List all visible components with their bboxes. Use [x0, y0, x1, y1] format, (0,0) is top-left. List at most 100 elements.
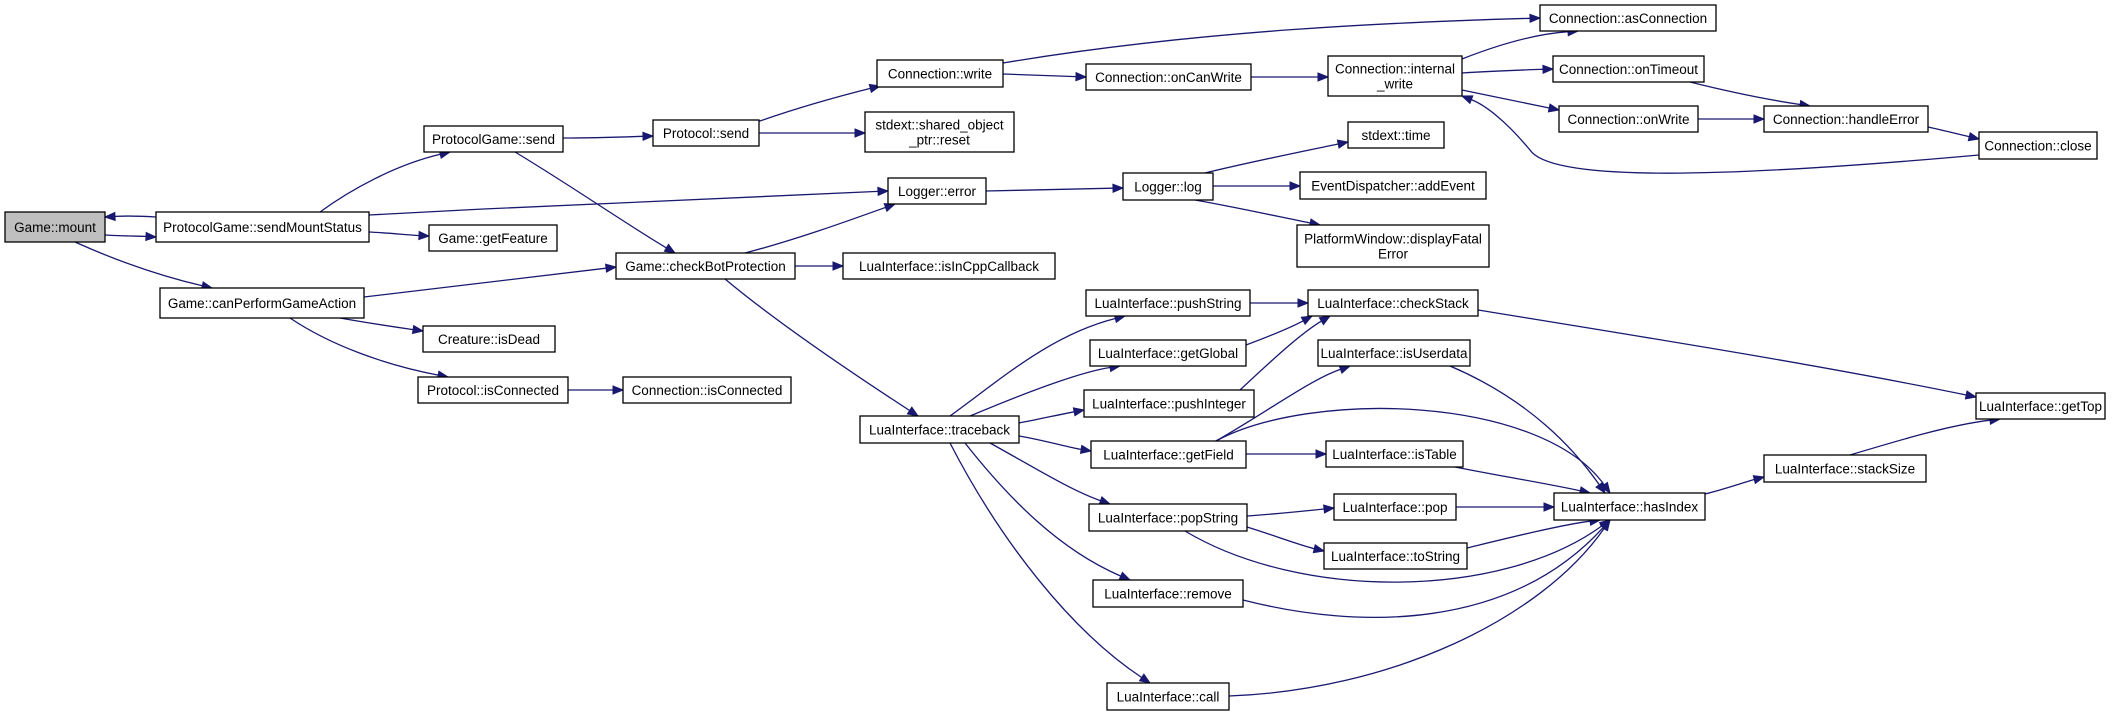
node-lua-isUserdata[interactable]: LuaInterface::isUserdata — [1317, 339, 1471, 367]
node-label: Connection::onTimeout — [1559, 62, 1698, 77]
arrowhead — [1543, 502, 1556, 512]
edge-logger_log-to-ed_addEvent — [1213, 181, 1302, 191]
node-label: Connection::onCanWrite — [1095, 70, 1242, 85]
node-conn-write[interactable]: Connection::write — [876, 59, 1004, 88]
edge-lua_isTable-to-lua_hasIndex — [1454, 466, 1592, 496]
edge-lua_traceback-to-lua_call — [949, 442, 1152, 684]
arrowhead — [906, 406, 920, 417]
node-conn-isConnected[interactable]: Connection::isConnected — [622, 376, 792, 404]
edge-lua_traceback-to-lua_getField — [1018, 435, 1093, 454]
node-lua-getGlobal[interactable]: LuaInterface::getGlobal — [1089, 339, 1247, 367]
node-label: Game::getFeature — [438, 231, 548, 246]
arrowhead — [642, 131, 655, 142]
node-label: LuaInterface::toString — [1331, 549, 1460, 564]
node-label: Connection::isConnected — [632, 383, 783, 398]
node-pg-send[interactable]: ProtocolGame::send — [423, 125, 564, 153]
node-lua-remove[interactable]: LuaInterface::remove — [1092, 579, 1244, 608]
arrowhead — [1752, 475, 1766, 485]
node-creature-isDead[interactable]: Creature::isDead — [422, 325, 556, 353]
node-lua-pop[interactable]: LuaInterface::pop — [1333, 493, 1457, 521]
node-lua-getTop[interactable]: LuaInterface::getTop — [1975, 392, 2106, 420]
node-pg-sendMountStatus[interactable]: ProtocolGame::sendMountStatus — [155, 211, 370, 243]
arrowhead — [418, 230, 431, 241]
node-stdext-reset[interactable]: stdext::shared_object_ptr::reset — [864, 111, 1015, 153]
node-lua-pushString[interactable]: LuaInterface::pushString — [1085, 289, 1251, 317]
edge-pg_sendMountStatus-to-game_getFeature — [368, 230, 431, 241]
node-label: LuaInterface::isInCppCallback — [859, 259, 1039, 274]
edge-lua_hasIndex-to-lua_stackSize — [1704, 475, 1766, 495]
edge-pg_sendMountStatus-to-pg_send — [319, 149, 452, 213]
node-conn-asConnection[interactable]: Connection::asConnection — [1539, 4, 1717, 32]
node-conn-onTimeout[interactable]: Connection::onTimeout — [1552, 55, 1705, 83]
edge-lua_call-to-lua_hasIndex — [1228, 518, 1611, 697]
edge-lua_traceback-to-lua_pushInteger — [1018, 407, 1086, 424]
edge-game_mount-to-pg_sendMountStatus — [104, 231, 158, 242]
edge-lua_getGlobal-to-lua_checkStack — [1245, 315, 1314, 346]
node-lua-pushInteger[interactable]: LuaInterface::pushInteger — [1083, 389, 1255, 418]
arrowhead — [1138, 673, 1152, 684]
arrowhead — [145, 231, 158, 242]
edge-conn_internalWrite-to-conn_onTimeout — [1461, 64, 1555, 75]
edge-lua_pushInteger-to-lua_checkStack — [1239, 315, 1332, 391]
node-ed-addEvent[interactable]: EventDispatcher::addEvent — [1299, 171, 1487, 200]
node-lua-hasIndex[interactable]: LuaInterface::hasIndex — [1553, 492, 1706, 521]
node-lua-isTable[interactable]: LuaInterface::isTable — [1325, 440, 1464, 468]
node-lua-getField[interactable]: LuaInterface::getField — [1090, 440, 1247, 469]
node-label: LuaInterface::stackSize — [1775, 462, 1915, 477]
node-lua-call[interactable]: LuaInterface::call — [1106, 682, 1230, 711]
edge-pg_sendMountStatus-to-game_mount — [103, 211, 157, 222]
node-logger-error[interactable]: Logger::error — [887, 177, 987, 205]
arrowhead — [1460, 95, 1474, 105]
node-label: _write — [1376, 77, 1413, 92]
edge-pg_send-to-game_checkBot — [514, 151, 677, 254]
edge-game_checkBot-to-lua_isInCpp — [795, 261, 845, 271]
arrowhead — [1297, 298, 1310, 308]
node-conn-onCanWrite[interactable]: Connection::onCanWrite — [1085, 63, 1252, 91]
node-protocol-isConnected[interactable]: Protocol::isConnected — [417, 376, 569, 404]
node-label: LuaInterface::isTable — [1332, 447, 1457, 462]
node-game-getFeature[interactable]: Game::getFeature — [428, 224, 558, 252]
node-logger-log[interactable]: Logger::log — [1122, 172, 1214, 201]
node-lua-traceback[interactable]: LuaInterface::traceback — [859, 415, 1020, 444]
edge-conn_write-to-conn_onCanWrite — [1002, 71, 1088, 82]
node-label: Connection::asConnection — [1549, 11, 1707, 26]
edge-conn_handleError-to-conn_close — [1927, 126, 1981, 142]
node-lua-stackSize[interactable]: LuaInterface::stackSize — [1763, 454, 1927, 483]
node-stdext-time[interactable]: stdext::time — [1347, 121, 1445, 149]
arrowhead — [1547, 103, 1561, 113]
node-lua-isInCpp[interactable]: LuaInterface::isInCppCallback — [842, 252, 1056, 280]
node-game-canPerform[interactable]: Game::canPerformGameAction — [159, 287, 365, 319]
edge-lua_traceback-to-lua_popString — [989, 442, 1112, 506]
node-label: Game::checkBotProtection — [625, 259, 786, 274]
node-game-checkBot[interactable]: Game::checkBotProtection — [615, 252, 796, 280]
edge-protocol_send-to-stdext_reset — [759, 128, 867, 138]
node-lua-toString[interactable]: LuaInterface::toString — [1323, 542, 1468, 570]
node-conn-internalWrite[interactable]: Connection::internal_write — [1327, 55, 1463, 97]
edge-lua_pushString-to-lua_checkStack — [1250, 298, 1310, 308]
node-label: ProtocolGame::send — [432, 132, 555, 147]
node-lua-popString[interactable]: LuaInterface::popString — [1088, 503, 1248, 532]
edge-conn_onCanWrite-to-conn_internalWrite — [1250, 72, 1330, 82]
edge-lua_toString-to-lua_hasIndex — [1466, 516, 1602, 549]
arrowhead — [1529, 13, 1542, 24]
arrowhead — [832, 261, 845, 271]
node-conn-close[interactable]: Connection::close — [1978, 131, 2098, 160]
node-conn-onWrite[interactable]: Connection::onWrite — [1558, 105, 1699, 133]
arrowhead — [1079, 444, 1093, 454]
arrowhead — [1300, 315, 1314, 326]
node-protocol-send[interactable]: Protocol::send — [652, 119, 760, 147]
node-conn-handleError[interactable]: Connection::handleError — [1763, 105, 1929, 133]
edge-protocol_isConnected-to-conn_isConnected — [568, 385, 625, 395]
edge-pg_sendMountStatus-to-logger_error — [368, 186, 890, 216]
edge-lua_isUserdata-to-lua_hasIndex — [1449, 365, 1606, 495]
edge-conn_write-to-conn_asConnection — [1002, 13, 1542, 64]
node-game-mount[interactable]: Game::mount — [4, 211, 106, 243]
node-label: Connection::onWrite — [1567, 112, 1689, 127]
edge-conn_internalWrite-to-conn_onWrite — [1461, 89, 1561, 113]
arrowhead — [1600, 518, 1611, 532]
node-lua-checkStack[interactable]: LuaInterface::checkStack — [1307, 289, 1479, 317]
node-label: Protocol::send — [663, 126, 749, 141]
arrowhead — [1336, 139, 1350, 149]
